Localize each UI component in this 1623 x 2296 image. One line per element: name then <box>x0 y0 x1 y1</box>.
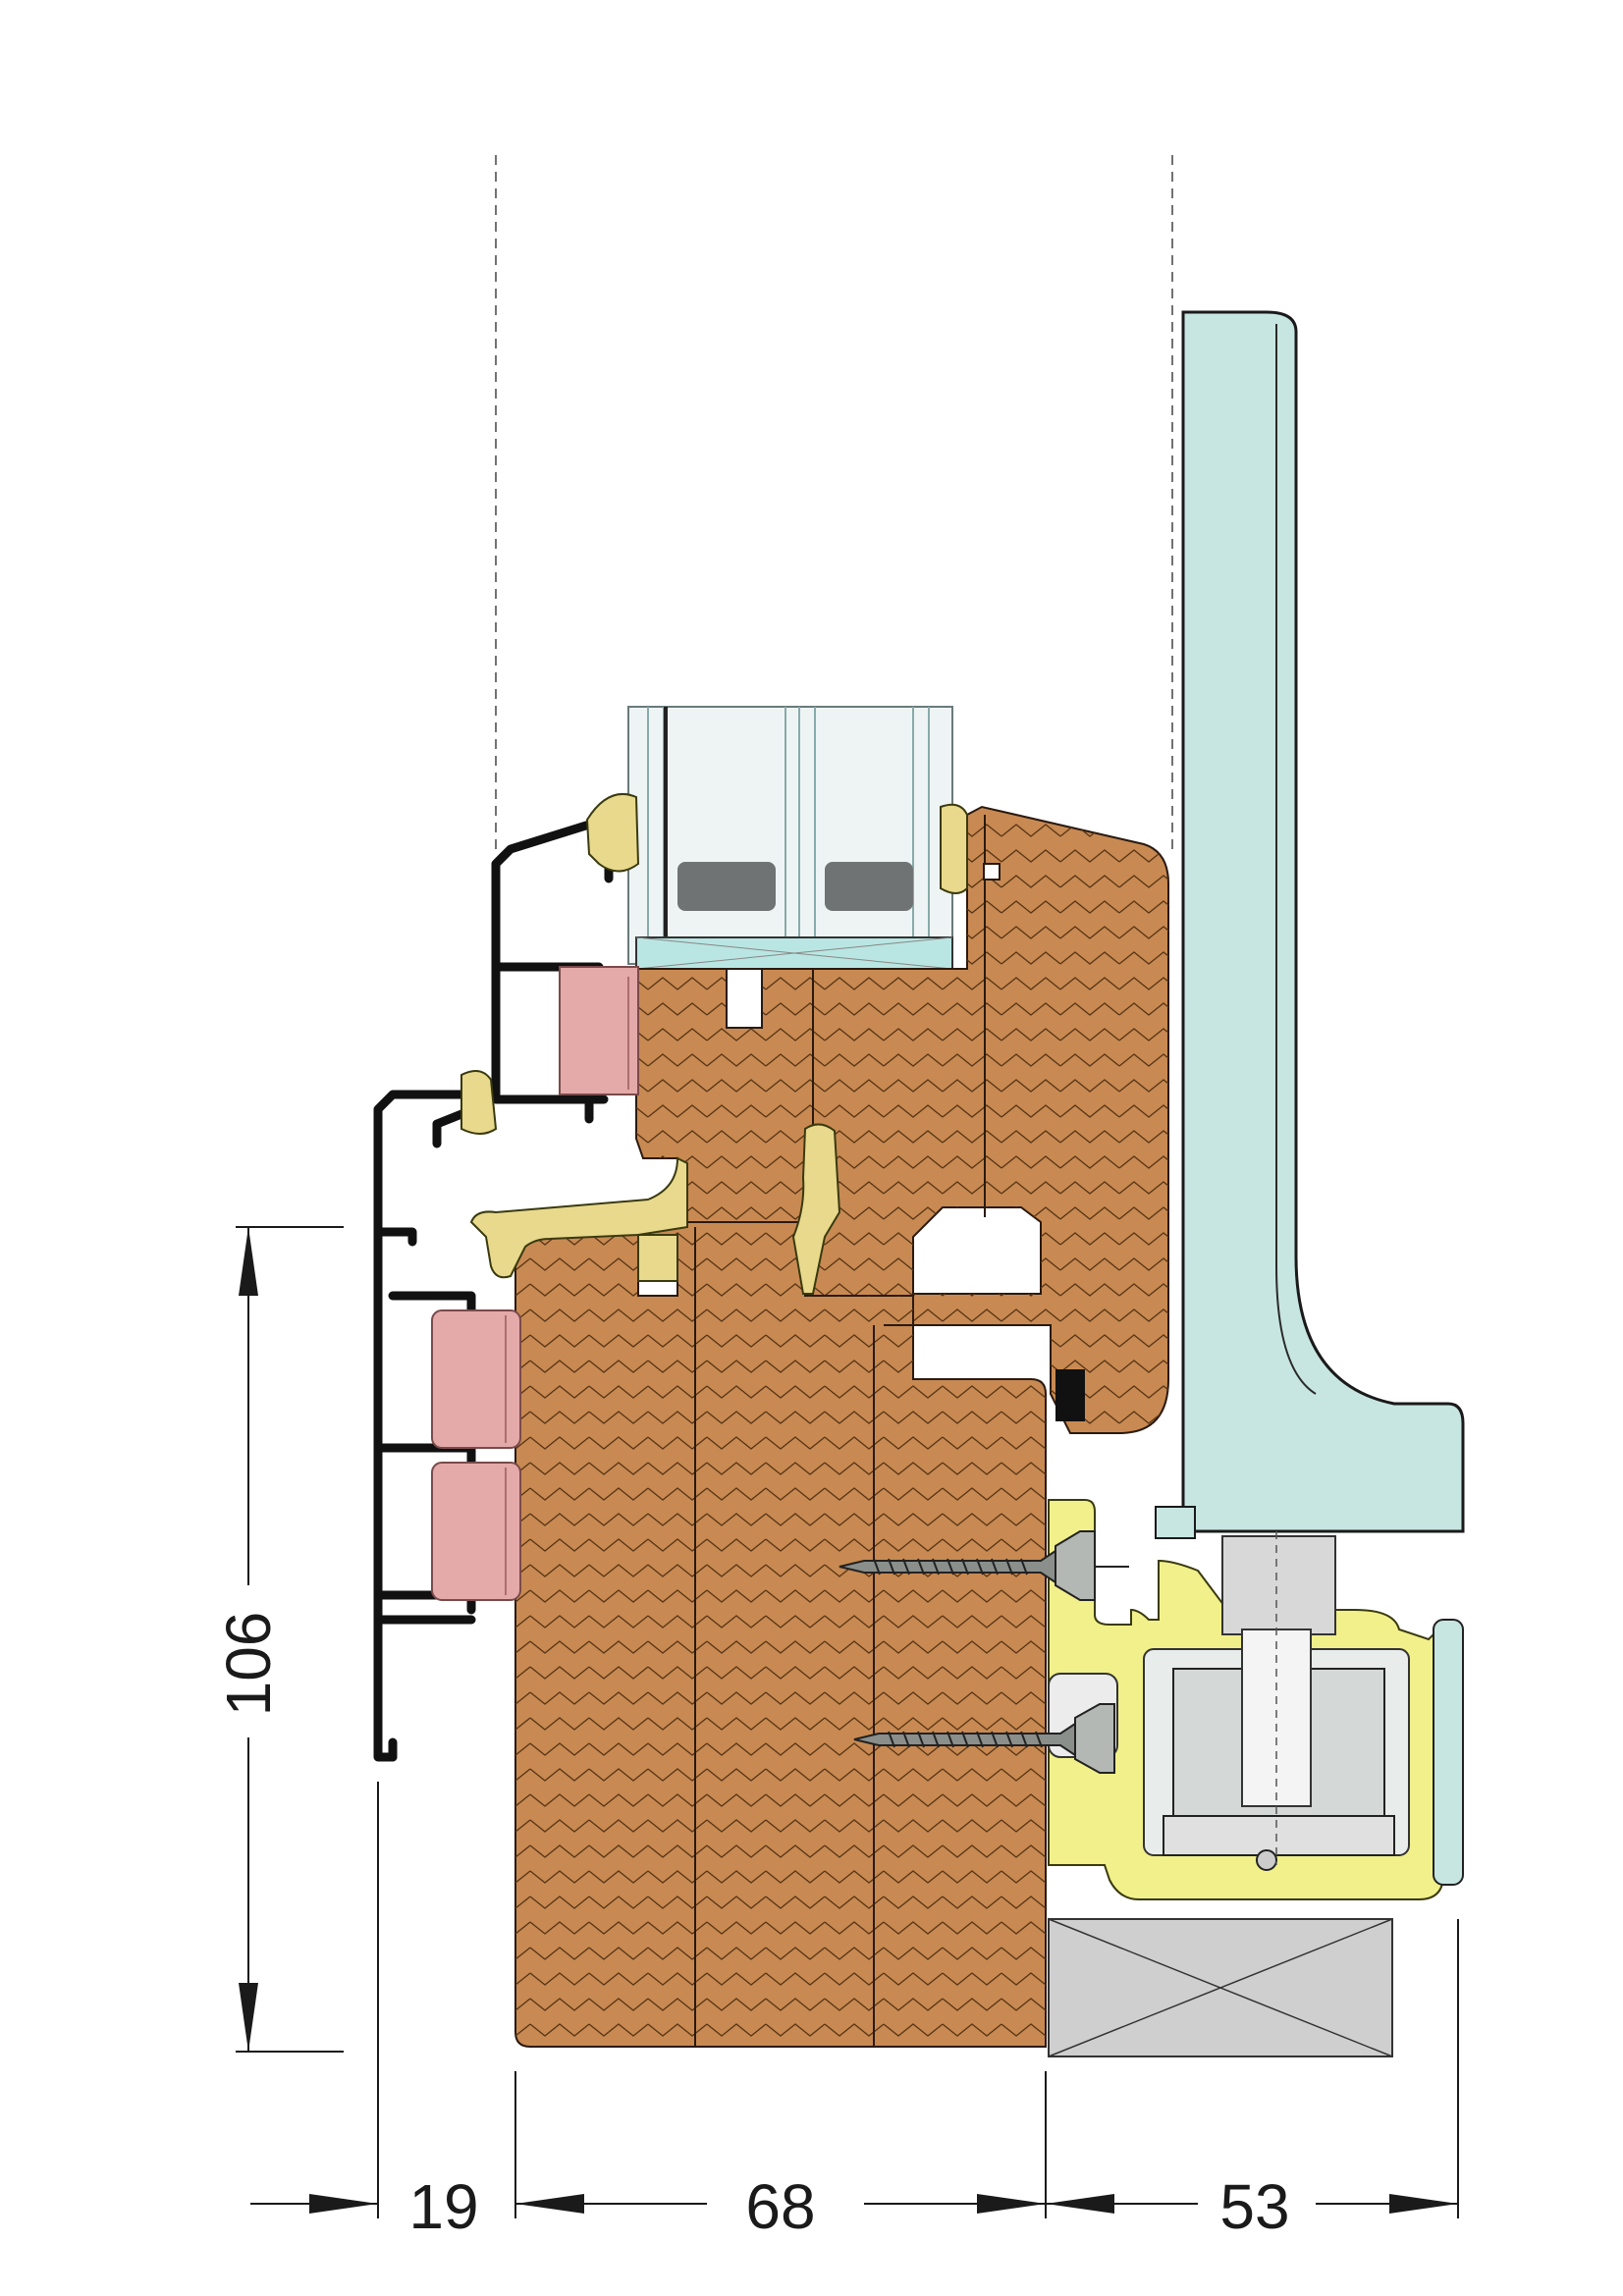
spacer-bar-right <box>825 862 913 911</box>
height-dimension: 106 <box>213 1226 344 2053</box>
support-block <box>1048 1918 1393 2057</box>
width-dimension-label-19: 19 <box>408 2171 478 2242</box>
thermal-break-clips <box>431 966 639 1601</box>
height-dimension-label: 106 <box>213 1612 284 1717</box>
spacer-bar-left <box>677 862 776 911</box>
width-dimension-label-68: 68 <box>745 2171 815 2242</box>
wood-frame-lower <box>514 1221 1047 2048</box>
screw-icon <box>853 1703 1115 1774</box>
width-dimensions: 19 68 53 <box>250 1782 1459 2242</box>
width-dimension-label-53: 53 <box>1219 2171 1289 2242</box>
gaskets <box>460 792 968 1295</box>
insulating-glass-unit <box>627 706 953 970</box>
track-assembly <box>1048 1499 1464 1900</box>
screw-icon <box>839 1530 1129 1601</box>
sliding-panel-frame <box>1155 310 1465 1539</box>
